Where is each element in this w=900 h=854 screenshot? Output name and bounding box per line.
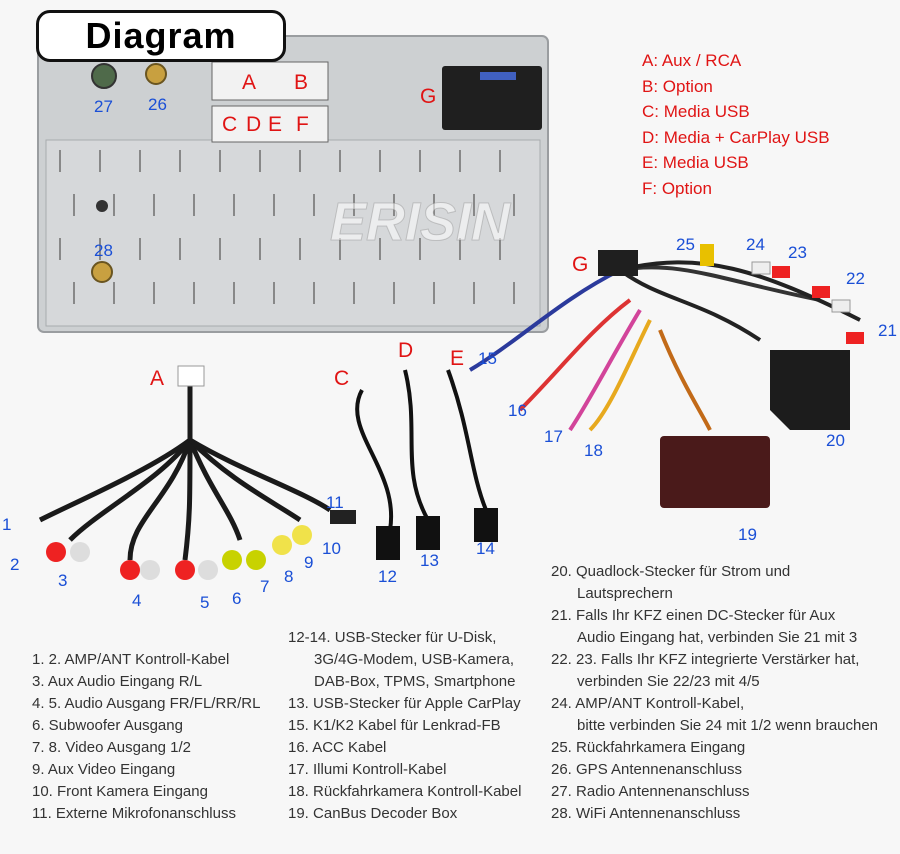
usb-cables — [355, 369, 488, 531]
rca-plugs-right — [700, 244, 864, 344]
description-column-1: 1. 2. AMP/ANT Kontroll-Kabel 3. Aux Audi… — [32, 649, 260, 825]
callout-25: 25 — [676, 235, 695, 254]
port-label-g: G — [420, 85, 437, 108]
radio-antenna-socket — [91, 63, 117, 89]
callout-22: 22 — [846, 269, 865, 288]
description-line: 11. Externe Mikrofonanschluss — [32, 805, 236, 822]
description-column-3: 20. Quadlock-Stecker für Strom und Lauts… — [551, 561, 878, 825]
rca-plugs-left — [46, 510, 356, 580]
description-line: 16. ACC Kabel — [288, 739, 387, 756]
callout-8: 8 — [284, 567, 294, 586]
callout-2: 2 — [10, 555, 20, 574]
description-line: 3G/4G-Modem, USB-Kamera, — [314, 651, 515, 668]
callout-3: 3 — [58, 571, 68, 590]
description-line: 7. 8. Video Ausgang 1/2 — [32, 739, 192, 756]
page-title: Diagram — [36, 10, 286, 62]
port-block-ab — [211, 61, 329, 101]
description-line: 26. GPS Antennenanschluss — [551, 761, 742, 778]
port-legend: A: Aux / RCA B: Option C: Media USB D: M… — [642, 48, 830, 202]
port-block-cdef — [211, 105, 329, 143]
callout-23: 23 — [788, 243, 807, 262]
callout-7: 7 — [260, 577, 270, 596]
callout-1: 1 — [2, 515, 12, 534]
harness-label-d: D — [398, 339, 414, 362]
description-line: 12-14. USB-Stecker für U-Disk, — [288, 629, 497, 646]
callout-11: 11 — [326, 493, 344, 512]
callout-26: 26 — [148, 95, 167, 114]
description-line: 28. WiFi Antennenanschluss — [551, 805, 741, 822]
harness-a — [38, 380, 332, 561]
description-line: 22. 23. Falls Ihr KFZ integrierte Verstä… — [551, 651, 860, 668]
description-line: 4. 5. Audio Ausgang FR/FL/RR/RL — [32, 695, 261, 712]
description-line: 24. AMP/ANT Kontroll-Kabel, — [551, 695, 745, 712]
callout-5: 5 — [200, 593, 210, 612]
callout-28: 28 — [94, 241, 113, 260]
description-line: 10. Front Kamera Eingang — [32, 783, 208, 800]
description-line: 3. Aux Audio Eingang R/L — [32, 673, 203, 690]
harness-plug-g — [598, 250, 638, 276]
callout-24: 24 — [746, 235, 765, 254]
callout-4: 4 — [132, 591, 142, 610]
head-unit — [37, 35, 549, 333]
callout-16: 16 — [508, 401, 527, 420]
callout-13: 13 — [420, 551, 439, 570]
harness-g — [468, 260, 861, 432]
description-line: Lautsprechern — [577, 585, 673, 602]
description-line: 19. CanBus Decoder Box — [288, 805, 458, 822]
callout-15: 15 — [478, 349, 497, 368]
description-column-2: 12-14. USB-Stecker für U-Disk, 3G/4G-Mod… — [288, 627, 521, 825]
port-label-e: E — [268, 113, 283, 136]
harness-label-e: E — [450, 347, 465, 370]
legend-item: D: Media + CarPlay USB — [642, 127, 830, 147]
callout-6: 6 — [232, 589, 242, 608]
callout-20: 20 — [826, 431, 845, 450]
port-label-f: F — [296, 113, 309, 136]
legend-item: F: Option — [642, 178, 712, 198]
callout-14: 14 — [476, 539, 495, 558]
description-line: 20. Quadlock-Stecker für Strom und — [551, 563, 791, 580]
description-line: 17. Illumi Kontroll-Kabel — [288, 761, 447, 778]
port-label-a: A — [242, 71, 257, 94]
connector-g — [442, 66, 542, 130]
callout-27: 27 — [94, 97, 113, 116]
description-line: 1. 2. AMP/ANT Kontroll-Kabel — [32, 651, 230, 668]
description-line: 15. K1/K2 Kabel für Lenkrad-FB — [288, 717, 501, 734]
legend-item: B: Option — [642, 76, 713, 96]
watermark-logo: ERISIN — [330, 192, 511, 252]
gps-antenna-socket — [145, 63, 167, 85]
canbus-box — [660, 436, 770, 508]
callout-19: 19 — [738, 525, 757, 544]
description-line: 18. Rückfahrkamera Kontroll-Kabel — [288, 783, 522, 800]
port-label-c: C — [222, 113, 238, 136]
wifi-antenna-socket — [91, 261, 113, 283]
plug-a — [177, 365, 205, 387]
description-line: 21. Falls Ihr KFZ einen DC-Stecker für A… — [551, 607, 836, 624]
legend-item: E: Media USB — [642, 153, 749, 173]
legend-item: C: Media USB — [642, 102, 750, 122]
callout-17: 17 — [544, 427, 563, 446]
description-line: verbinden Sie 22/23 mit 4/5 — [577, 673, 760, 690]
callout-21: 21 — [878, 321, 897, 340]
port-label-b: B — [294, 71, 309, 94]
harness-label-c: C — [334, 367, 350, 390]
callout-10: 10 — [322, 539, 341, 558]
harness-label-a: A — [150, 367, 165, 390]
description-line: 25. Rückfahrkamera Eingang — [551, 739, 746, 756]
description-line: bitte verbinden Sie 24 mit 1/2 wenn brau… — [577, 717, 879, 734]
description-line: 6. Subwoofer Ausgang — [32, 717, 183, 734]
description-line: Audio Eingang hat, verbinden Sie 21 mit … — [577, 629, 858, 646]
harness-label-g: G — [572, 253, 589, 276]
callout-12: 12 — [378, 567, 397, 586]
description-line: DAB-Box, TPMS, Smartphone — [314, 673, 516, 690]
callout-9: 9 — [304, 553, 314, 572]
callout-18: 18 — [584, 441, 603, 460]
port-label-d: D — [246, 113, 262, 136]
legend-item: A: Aux / RCA — [642, 51, 742, 70]
description-line: 27. Radio Antennenanschluss — [551, 783, 750, 800]
quadlock-connector — [770, 350, 850, 430]
description-line: 13. USB-Stecker für Apple CarPlay — [288, 695, 521, 712]
usb-plugs — [376, 508, 498, 560]
description-line: 9. Aux Video Eingang — [32, 761, 176, 778]
